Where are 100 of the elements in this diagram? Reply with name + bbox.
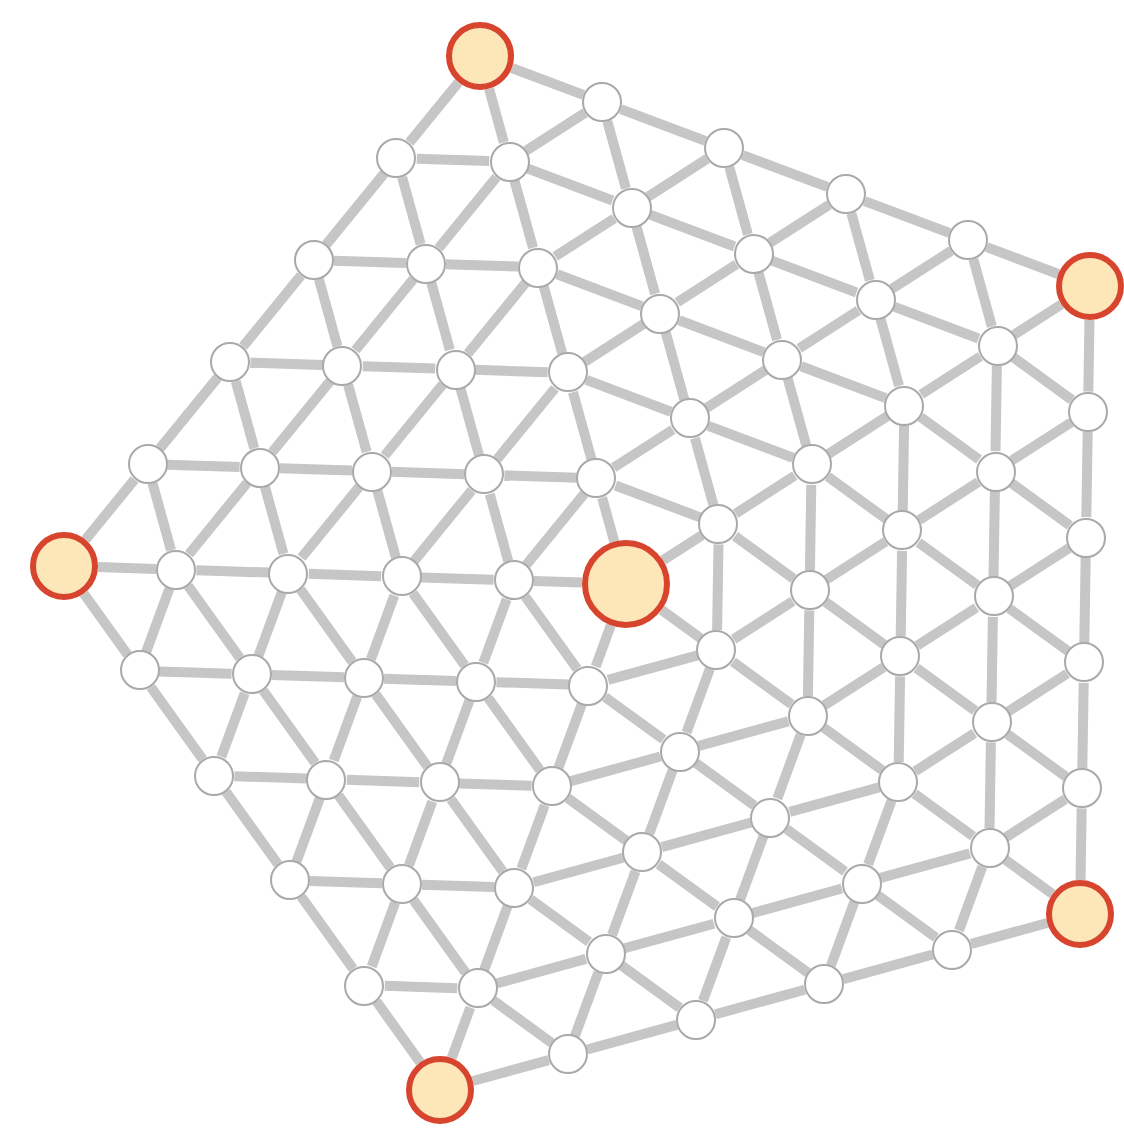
connector-line bbox=[917, 412, 982, 464]
connector-line bbox=[471, 1055, 551, 1086]
connector-line bbox=[618, 961, 683, 1012]
connector-line bbox=[521, 593, 582, 672]
node-circle bbox=[973, 576, 1014, 617]
connector-line bbox=[732, 471, 798, 518]
connector-line bbox=[770, 255, 859, 298]
node-circle bbox=[344, 658, 384, 698]
connector-line bbox=[185, 479, 251, 558]
node-circle bbox=[306, 759, 347, 800]
connector-line bbox=[234, 771, 307, 784]
connector-line bbox=[329, 695, 362, 763]
connector-line bbox=[1075, 808, 1087, 881]
connector-line bbox=[969, 918, 1049, 949]
connector-line bbox=[509, 179, 538, 250]
connector-line bbox=[660, 531, 705, 565]
node-circle bbox=[547, 352, 588, 393]
highlighted-node-circle bbox=[582, 540, 670, 628]
connector-line bbox=[409, 897, 470, 976]
connector-line bbox=[426, 281, 455, 352]
node-circle bbox=[969, 828, 1010, 868]
connector-line bbox=[690, 436, 719, 507]
node-circle bbox=[268, 553, 309, 594]
node-circle bbox=[977, 325, 1018, 366]
connector-line bbox=[740, 150, 830, 192]
connector-line bbox=[918, 352, 984, 399]
connector-line bbox=[230, 379, 260, 450]
connector-line bbox=[631, 225, 660, 296]
connector-line bbox=[459, 778, 532, 791]
connector-line bbox=[552, 214, 618, 261]
connector-line bbox=[141, 586, 175, 654]
connector-line bbox=[746, 926, 811, 977]
node-circle bbox=[611, 187, 652, 228]
node-circle bbox=[548, 1034, 588, 1075]
node-circle bbox=[406, 243, 446, 284]
connector-line bbox=[308, 568, 382, 582]
node-circle bbox=[381, 556, 422, 597]
connector-line bbox=[260, 485, 289, 556]
connector-line bbox=[362, 361, 436, 374]
connector-line bbox=[147, 481, 176, 552]
connector-line bbox=[1077, 682, 1089, 769]
node-circle bbox=[659, 731, 700, 772]
node-circle bbox=[568, 665, 609, 706]
connector-line bbox=[968, 257, 997, 328]
connector-line bbox=[484, 87, 509, 144]
connector-line bbox=[674, 260, 740, 307]
connector-line bbox=[613, 480, 702, 523]
connector-line bbox=[159, 666, 232, 679]
connector-line bbox=[380, 381, 447, 459]
connector-line bbox=[911, 789, 976, 841]
connector-line bbox=[555, 269, 644, 311]
connector-line bbox=[846, 211, 875, 282]
connector-line bbox=[167, 459, 240, 472]
node-circle bbox=[582, 82, 622, 122]
connector-line bbox=[897, 425, 910, 511]
node-circle bbox=[322, 345, 363, 386]
node-circle bbox=[344, 965, 385, 1006]
node-circle bbox=[855, 279, 896, 320]
connector-line bbox=[346, 774, 420, 788]
connector-line bbox=[1010, 353, 1075, 404]
node-circle bbox=[948, 220, 988, 260]
node-circle bbox=[1062, 768, 1102, 809]
connector-line bbox=[445, 259, 519, 272]
connector-line bbox=[892, 301, 981, 344]
connector-line bbox=[713, 984, 807, 1020]
connector-line bbox=[371, 691, 432, 770]
node-circle bbox=[975, 451, 1016, 492]
connector-line bbox=[297, 483, 364, 561]
connector-line bbox=[322, 170, 389, 248]
node-circle bbox=[971, 702, 1012, 743]
connector-line bbox=[81, 476, 139, 543]
highlighted-node-circle bbox=[446, 22, 514, 90]
connector-line bbox=[296, 586, 357, 665]
connector-line bbox=[889, 246, 954, 293]
node-circle bbox=[640, 293, 681, 334]
connector-line bbox=[879, 848, 972, 883]
connector-line bbox=[1004, 730, 1069, 781]
connector-line bbox=[913, 664, 978, 715]
node-circle bbox=[696, 630, 737, 670]
connector-line bbox=[297, 893, 358, 972]
connector-line bbox=[914, 603, 980, 650]
connector-line bbox=[216, 691, 250, 759]
connector-line bbox=[658, 605, 704, 643]
connector-line bbox=[591, 623, 616, 669]
connector-line bbox=[841, 949, 935, 984]
connector-line bbox=[538, 285, 568, 355]
node-circle bbox=[762, 339, 803, 380]
connector-line bbox=[912, 729, 978, 776]
connector-line bbox=[97, 562, 157, 574]
connector-line bbox=[279, 463, 353, 476]
node-circle bbox=[464, 454, 505, 495]
connector-line bbox=[533, 576, 583, 588]
connector-line bbox=[783, 824, 848, 876]
connector-line bbox=[510, 63, 586, 100]
connector-line bbox=[824, 472, 890, 524]
connector-line bbox=[823, 537, 889, 584]
connector-line bbox=[990, 365, 1002, 452]
connector-line bbox=[660, 817, 753, 852]
connector-line bbox=[730, 657, 795, 709]
connector-line bbox=[526, 163, 615, 206]
